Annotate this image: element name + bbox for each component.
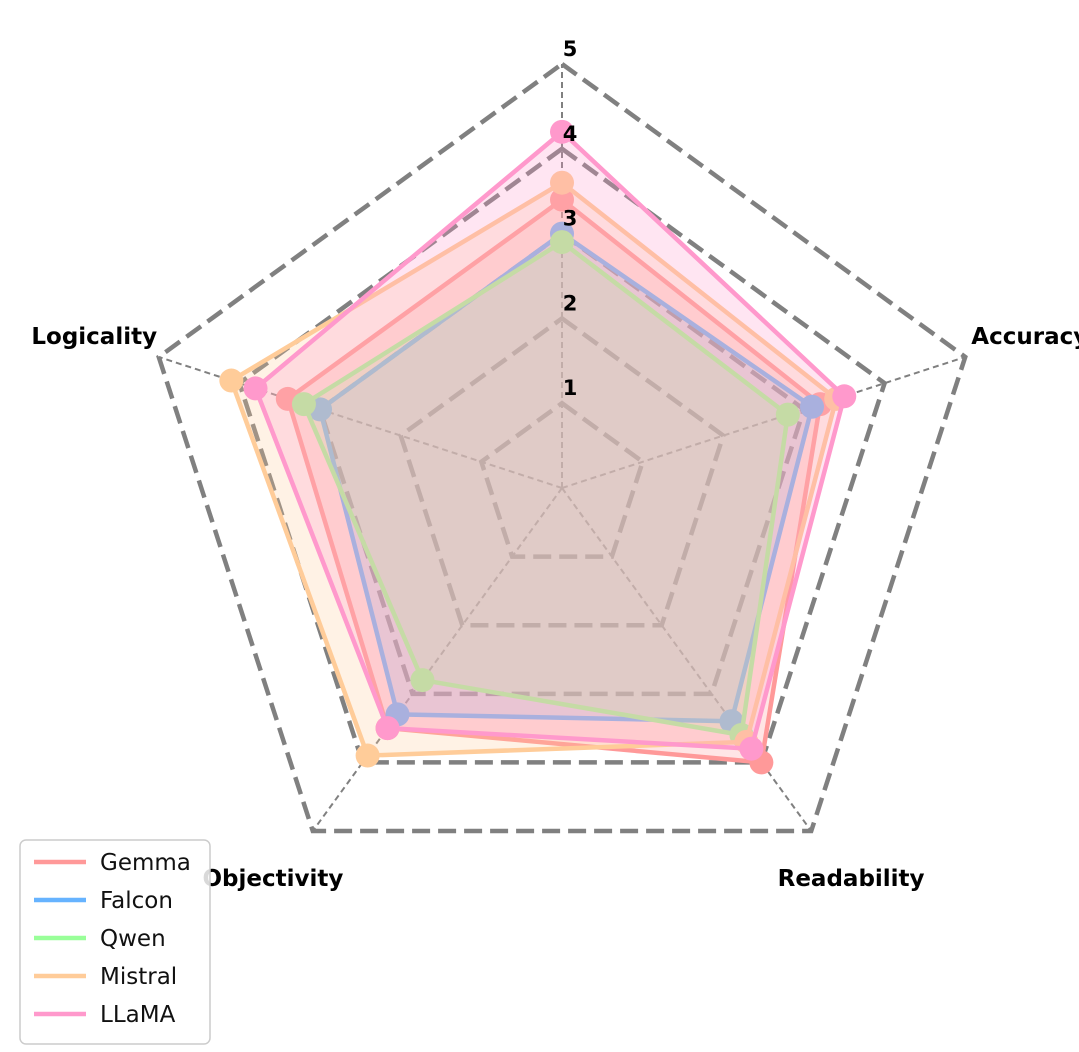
point-llama-accuracy [832,384,857,409]
point-falcon-accuracy [800,394,825,419]
series-line-gemma [285,197,823,765]
legend-label-qwen: Qwen [100,926,166,952]
tick-label-2: 2 [563,291,578,315]
legend-label-llama: LLaMA [100,1002,176,1028]
axis-label-logicality: Logicality [31,324,157,350]
grid-ring-3 [317,230,807,697]
spoke-accuracy [561,356,966,489]
axis-label-accuracy: Accuracy [971,324,1079,350]
point-qwen-informativeness [550,230,574,255]
series-area-llama [255,131,845,749]
point-qwen-objectivity [410,668,435,693]
series-area-falcon [320,233,813,722]
grid-ring-2 [398,315,726,628]
radial-tick-labels: 1 2 3 4 5 [563,37,578,400]
point-llama-objectivity [375,716,400,741]
grid-ring-1 [478,400,646,559]
radar-series [219,119,857,775]
spoke-objectivity [311,487,563,832]
series-area-mistral [231,182,837,756]
axis-label-readability: Readability [778,866,925,892]
axis-label-objectivity: Objectivity [202,866,343,892]
tick-label-5: 5 [563,37,578,61]
radar-grid [156,61,968,834]
point-mistral-logicality [219,368,244,393]
tick-label-4: 4 [563,122,578,146]
series-line-llama [253,129,847,751]
legend-label-gemma: Gemma [100,850,191,876]
point-llama-readability [739,736,764,761]
point-mistral-objectivity [355,743,380,768]
point-llama-informativeness [550,119,574,144]
point-gemma-informativeness [550,187,574,212]
series-line-falcon [317,231,815,724]
axis-labels: InformativenessAccuracyReadability Object… [31,0,1079,892]
series-area-qwen [303,242,788,735]
legend-box [19,839,211,1045]
series-line-qwen [301,239,791,738]
tick-label-3: 3 [563,207,578,231]
point-llama-logicality [243,376,268,401]
series-line-mistral [229,180,839,758]
tick-label-1: 1 [563,376,578,400]
axis-label-informativeness: Informativeness [457,0,667,4]
grid-ring-4 [236,146,888,765]
legend-label-mistral: Mistral [100,964,177,990]
point-qwen-accuracy [775,402,800,427]
point-mistral-informativeness [550,170,574,195]
spoke-readability [561,487,813,832]
legend-label-falcon: Falcon [100,888,173,914]
point-qwen-logicality [291,392,316,417]
